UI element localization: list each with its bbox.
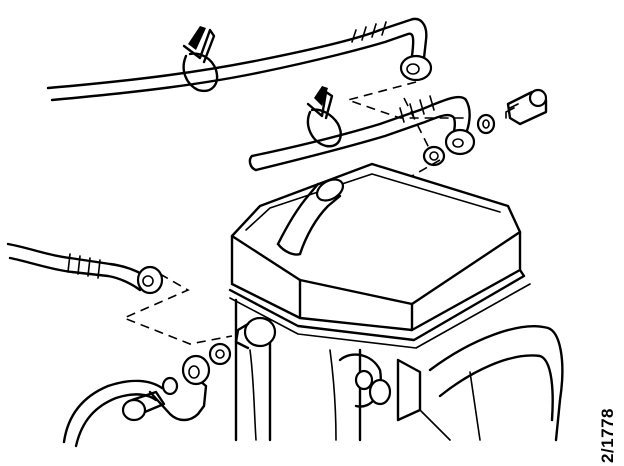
middle-hose	[248, 95, 476, 172]
upper-hose	[46, 17, 433, 102]
lower-assembly-lines	[121, 273, 233, 345]
upper-hose-clip	[182, 26, 219, 93]
return-hose	[62, 354, 211, 448]
reservoir-tank	[228, 162, 564, 442]
middle-hose-clip	[306, 86, 342, 148]
lower-hose	[6, 242, 164, 295]
upper-assembly-lines	[345, 81, 470, 177]
upper-banjo-bolt	[476, 88, 548, 135]
figure-reference-code: 2/1778	[598, 408, 617, 463]
lower-washer	[208, 342, 232, 366]
middle-washer	[422, 145, 446, 167]
tank-outlet-boss	[234, 316, 277, 350]
